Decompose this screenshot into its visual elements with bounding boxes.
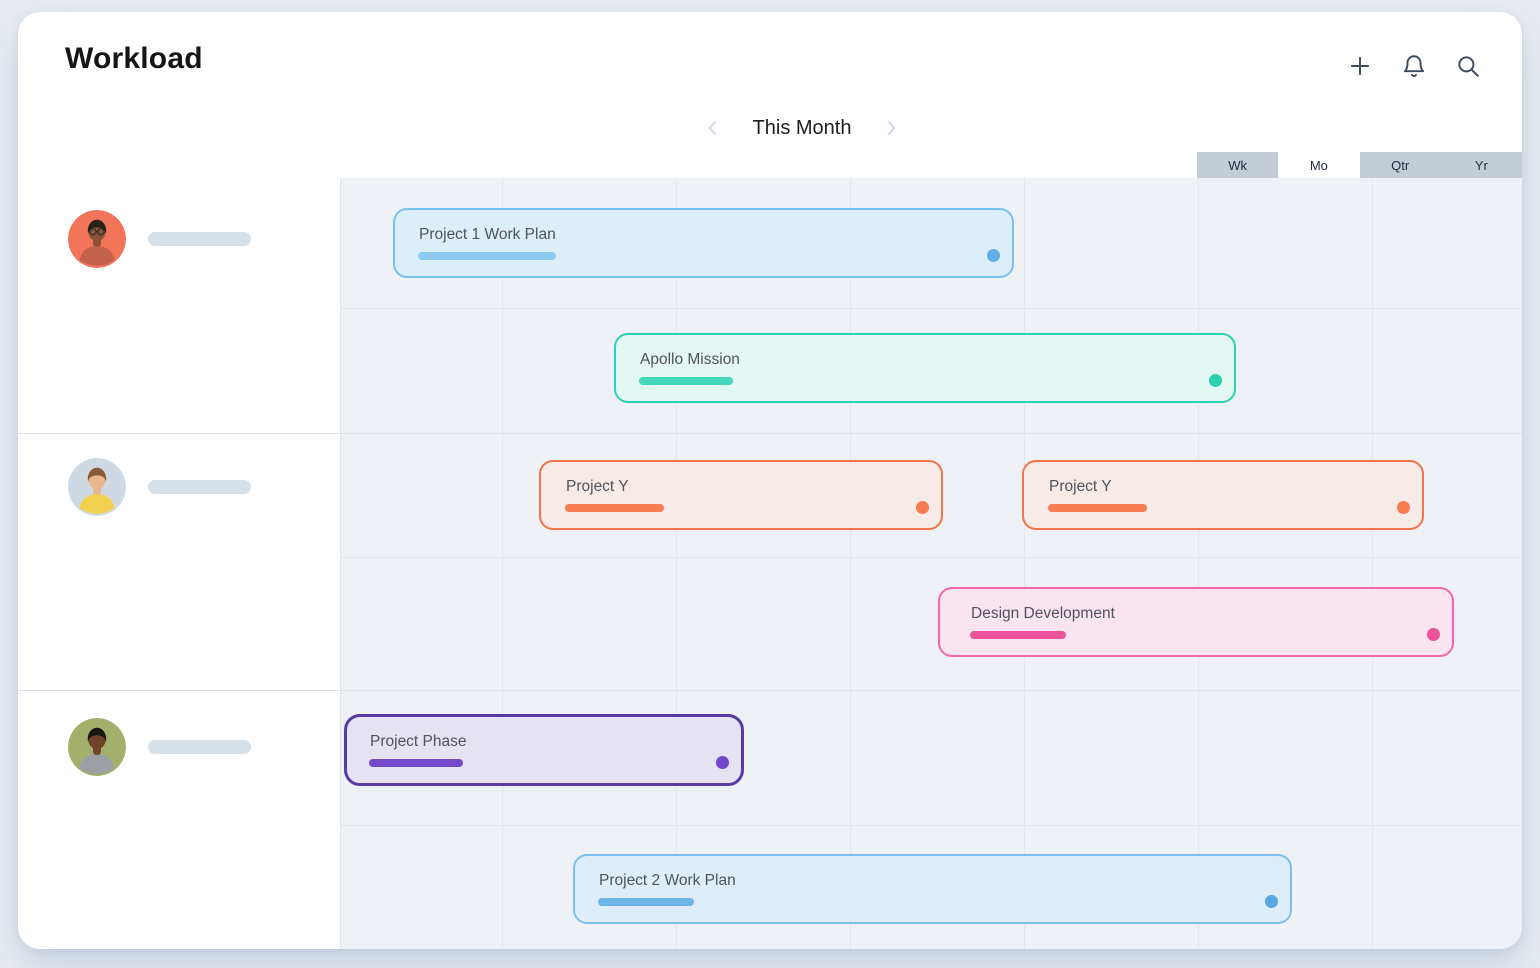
chevron-left-icon <box>708 121 716 135</box>
task-bar[interactable]: Design Development <box>938 587 1454 657</box>
task-progress-bar <box>418 252 556 260</box>
grid-row-line <box>341 825 1522 826</box>
avatar[interactable] <box>68 458 126 516</box>
avatar[interactable] <box>68 210 126 268</box>
next-period-button[interactable] <box>880 117 902 139</box>
name-placeholder <box>148 740 251 754</box>
task-bar[interactable]: Project Y <box>1022 460 1424 530</box>
task-label: Project 2 Work Plan <box>599 872 736 889</box>
task-progress-bar <box>369 759 463 767</box>
timeline-nav: This Month <box>702 113 902 143</box>
person-group-separator <box>18 690 1522 691</box>
grid-column-line <box>850 178 851 949</box>
view-scale-tabs: Wk Mo Qtr Yr <box>1197 152 1522 178</box>
task-bar[interactable]: Project 2 Work Plan <box>573 854 1292 924</box>
tab-month[interactable]: Mo <box>1278 152 1360 178</box>
name-placeholder <box>148 480 251 494</box>
plus-icon <box>1350 56 1370 76</box>
header-actions <box>1346 52 1482 80</box>
tab-quarter[interactable]: Qtr <box>1360 152 1441 178</box>
timeline-period-label: This Month <box>752 116 852 139</box>
task-end-dot[interactable] <box>987 249 1000 262</box>
add-button[interactable] <box>1346 52 1374 80</box>
search-icon <box>1458 56 1479 77</box>
person-row-1 <box>68 210 328 268</box>
task-progress-bar <box>1048 504 1147 512</box>
task-progress-bar <box>970 631 1066 639</box>
task-label: Project Phase <box>370 733 467 750</box>
task-label: Design Development <box>971 605 1115 622</box>
task-label: Project Y <box>566 478 629 495</box>
person-row-2 <box>68 458 328 516</box>
tab-week[interactable]: Wk <box>1197 152 1278 178</box>
grid-row-line <box>341 308 1522 309</box>
grid-column-line <box>676 178 677 949</box>
task-end-dot[interactable] <box>1427 628 1440 641</box>
name-placeholder <box>148 232 251 246</box>
tab-year[interactable]: Yr <box>1441 152 1522 178</box>
task-label: Project 1 Work Plan <box>419 226 556 243</box>
bell-icon <box>1403 55 1425 77</box>
task-end-dot[interactable] <box>1397 501 1410 514</box>
grid-column-line <box>1372 178 1373 949</box>
chevron-right-icon <box>888 121 896 135</box>
grid-column-line <box>1198 178 1199 949</box>
task-progress-bar <box>639 377 733 385</box>
task-end-dot[interactable] <box>916 501 929 514</box>
task-progress-bar <box>598 898 694 906</box>
grid-column-line <box>1024 178 1025 949</box>
task-label: Apollo Mission <box>640 351 740 368</box>
person-row-3 <box>68 718 328 776</box>
search-button[interactable] <box>1454 52 1482 80</box>
task-bar[interactable]: Apollo Mission <box>614 333 1236 403</box>
task-label: Project Y <box>1049 478 1112 495</box>
workload-app-window: Workload This Month <box>18 12 1522 949</box>
task-end-dot[interactable] <box>716 756 729 769</box>
task-end-dot[interactable] <box>1209 374 1222 387</box>
person-group-separator <box>18 433 1522 434</box>
grid-column-line <box>502 178 503 949</box>
avatar[interactable] <box>68 718 126 776</box>
grid-row-line <box>341 557 1522 558</box>
page-title: Workload <box>65 42 203 75</box>
task-progress-bar <box>565 504 664 512</box>
task-bar[interactable]: Project Phase <box>344 714 744 786</box>
task-bar[interactable]: Project Y <box>539 460 943 530</box>
notifications-button[interactable] <box>1400 52 1428 80</box>
prev-period-button[interactable] <box>702 117 724 139</box>
task-bar[interactable]: Project 1 Work Plan <box>393 208 1014 278</box>
task-end-dot[interactable] <box>1265 895 1278 908</box>
